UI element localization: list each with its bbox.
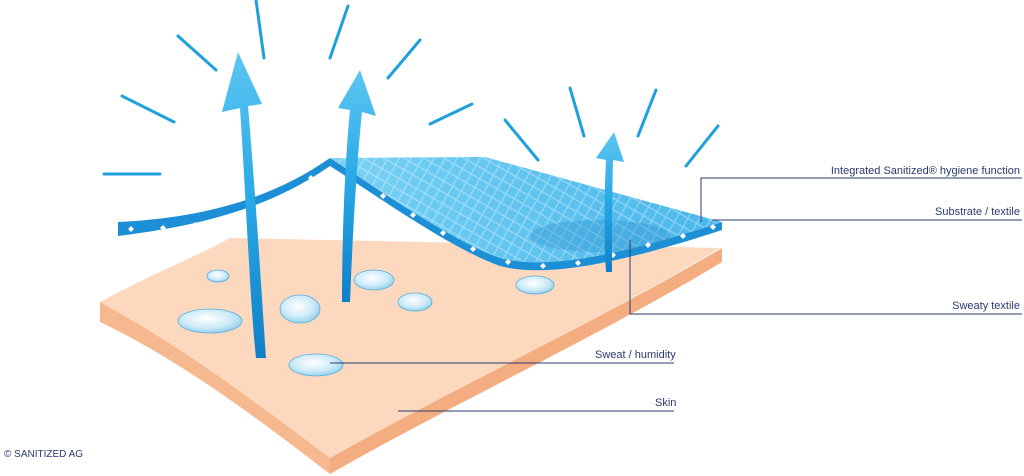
textile-layer [118, 157, 722, 271]
hygiene-dot [410, 212, 416, 218]
hygiene-dot [308, 175, 314, 181]
sweat-droplet [177, 308, 243, 334]
label-hygiene-function: Integrated Sanitized® hygiene function [830, 165, 1020, 177]
copyright: © SANITIZED AG [4, 449, 84, 460]
hygiene-dot [540, 263, 546, 269]
hygiene-dot [192, 222, 198, 228]
label-substrate: Substrate / textile [935, 206, 1020, 218]
hygiene-dot [224, 216, 230, 222]
sweat-droplet [288, 353, 344, 377]
sweat-droplets [177, 269, 555, 377]
label-sweat: Sweat / humidity [595, 349, 676, 361]
arrow-up-icon [338, 70, 376, 302]
hygiene-dot [160, 225, 166, 231]
radiating-lines [102, 0, 720, 176]
sweat-droplet [206, 269, 230, 283]
hygiene-dot [284, 191, 290, 197]
arrow-up-icon [222, 52, 266, 358]
sweat-droplet [279, 294, 321, 324]
hygiene-dot [710, 224, 716, 230]
textile-weave [118, 157, 722, 263]
hygiene-dot [380, 193, 386, 199]
arrow-up-icon [596, 132, 624, 272]
hygiene-dot [680, 233, 686, 239]
hygiene-dot [440, 230, 446, 236]
sweat-droplet [515, 275, 555, 295]
hygiene-dot [256, 205, 262, 211]
callout-line-sweaty [629, 240, 1022, 315]
sweat-droplet [353, 269, 395, 291]
label-skin: Skin [655, 397, 677, 409]
skin-front-side [330, 248, 722, 474]
vapour-arrows [222, 52, 624, 358]
callout-lines [330, 177, 1022, 412]
label-sweaty-textile: Sweaty textile [952, 300, 1020, 312]
sweaty-spot [530, 220, 670, 252]
callout-line-hygiene [700, 177, 1022, 222]
hygiene-dot [575, 260, 581, 266]
hygiene-dot [128, 226, 134, 232]
sweat-droplet [397, 292, 433, 312]
hygiene-dot [645, 242, 651, 248]
skin-side [100, 302, 330, 474]
hygiene-dot [470, 246, 476, 252]
hygiene-dot [505, 259, 511, 265]
